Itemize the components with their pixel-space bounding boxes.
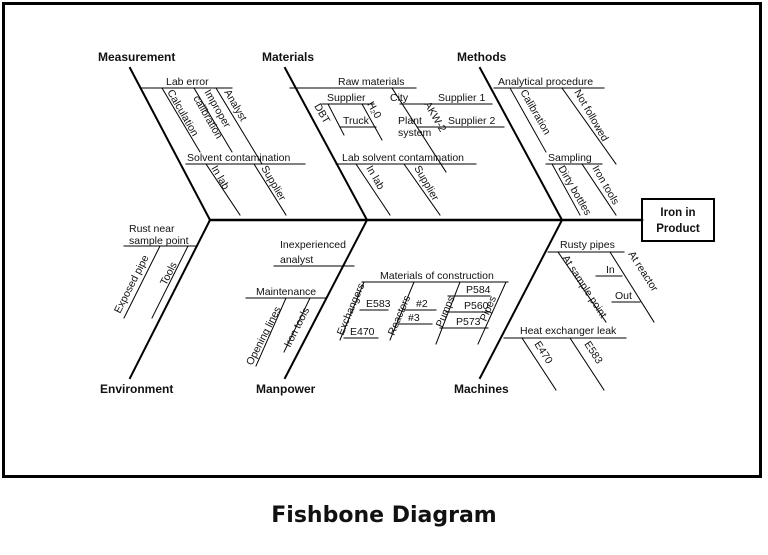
not-followed-line — [561, 87, 617, 165]
label-inexperienced: Inexperienced — [280, 239, 346, 251]
pipes-line — [477, 281, 507, 345]
iron-tools-b-line — [283, 297, 311, 353]
fishbone-diagram: Iron in Product Measurement Materials Me… — [98, 50, 715, 396]
supplier-line — [253, 163, 287, 216]
label-sample-point: sample point — [129, 235, 189, 247]
in-lab-line — [205, 163, 241, 216]
label-solvent-contamination: Solvent contamination — [187, 152, 290, 164]
label-system: system — [398, 127, 432, 139]
opening-lines-line — [255, 297, 287, 367]
label-truck: Truck — [343, 115, 370, 127]
effect-head-box — [641, 198, 715, 242]
exposed-pipe-line — [123, 245, 161, 319]
category-materials: Materials — [262, 50, 314, 64]
label-calibration-mt: Calibration — [517, 88, 553, 138]
label-dirty-bottles: Dirty bottles — [555, 164, 593, 218]
iron-tools-line — [581, 163, 617, 216]
label-raw-materials: Raw materials — [338, 76, 405, 88]
measurement-bone — [128, 66, 212, 222]
calculation-line — [161, 87, 201, 153]
label-city: City — [390, 92, 409, 104]
diagram-frame — [2, 2, 762, 478]
label-analytical-procedure: Analytical procedure — [498, 76, 593, 88]
label-supplier-m2: Supplier — [411, 164, 441, 204]
label-pipes: Pipes — [478, 294, 499, 323]
label-e470: E470 — [350, 326, 375, 338]
manpower-bone — [283, 218, 369, 380]
category-manpower: Manpower — [256, 382, 316, 396]
analyst-line — [215, 87, 263, 165]
e470-b-line — [521, 337, 557, 391]
label-supplier-2: Supplier 2 — [448, 115, 495, 127]
label-rusty-pipes: Rusty pipes — [560, 239, 615, 251]
label-maintenance: Maintenance — [256, 286, 316, 298]
label-e583: E583 — [366, 298, 391, 310]
machines-bone — [478, 218, 564, 380]
effect-label-line2: Product — [656, 223, 700, 235]
label-calculation: Calculation — [164, 88, 200, 139]
tools-line — [151, 245, 189, 319]
label-iron-tools-mp: Iron tools — [282, 305, 312, 349]
label-supplier-m: Supplier — [327, 92, 366, 104]
label-heat-exchanger-leak: Heat exchanger leak — [520, 325, 617, 337]
dirty-bottles-line — [551, 163, 581, 216]
calibration-b-line — [509, 87, 547, 153]
category-machines: Machines — [454, 382, 509, 396]
label-reactor-2: #2 — [416, 298, 428, 310]
label-materials-of-construction: Materials of construction — [380, 270, 494, 282]
label-iron-tools-mt: Iron tools — [589, 164, 621, 207]
label-not-followed: Not followed — [571, 88, 610, 144]
label-in-lab-m: In lab — [363, 164, 386, 192]
label-at-reactor: At reactor — [625, 249, 660, 294]
label-tools: Tools — [158, 260, 180, 287]
category-measurement: Measurement — [98, 50, 175, 64]
label-lab-error: Lab error — [166, 76, 209, 88]
supplier-b-line — [403, 163, 441, 216]
label-e470-b: E470 — [531, 339, 555, 366]
category-methods: Methods — [457, 50, 507, 64]
e583-b-line — [569, 337, 605, 391]
label-supplier: Supplier — [258, 164, 288, 204]
label-at-sample-point: At sample point — [559, 253, 609, 320]
label-p573: P573 — [456, 316, 481, 328]
plant-line — [391, 87, 447, 173]
label-reactor-3: #3 — [408, 312, 420, 324]
category-environment: Environment — [100, 382, 173, 396]
exchangers-line — [339, 281, 365, 341]
label-exposed-pipe: Exposed pipe — [112, 253, 152, 315]
sample-point-line — [557, 251, 607, 323]
label-in: In — [606, 264, 615, 276]
label-p560: P560 — [464, 300, 489, 312]
label-in-lab: In lab — [208, 164, 231, 192]
in-lab-b-line — [355, 163, 391, 216]
dbt-line — [327, 103, 345, 136]
effect-label-line1: Iron in — [660, 207, 695, 219]
calibration-line — [193, 87, 233, 153]
label-out: Out — [615, 290, 632, 302]
label-supplier-1: Supplier 1 — [438, 92, 485, 104]
h2o-line — [361, 103, 383, 141]
label-e583-b: E583 — [581, 339, 605, 366]
environment-bone — [128, 218, 212, 380]
diagram-caption: Fishbone Diagram — [271, 503, 497, 528]
at-reactor-line — [609, 251, 655, 323]
materials-bone — [283, 66, 369, 222]
methods-bone — [478, 66, 564, 222]
pumps-line — [435, 281, 461, 345]
label-sampling: Sampling — [548, 152, 592, 164]
label-lab-solvent-contamination: Lab solvent contamination — [342, 152, 464, 164]
label-plant: Plant — [398, 115, 422, 127]
reactors-line — [389, 281, 415, 341]
label-analyst-mp: analyst — [280, 254, 313, 266]
label-p584: P584 — [466, 284, 491, 296]
label-rust-near: Rust near — [129, 223, 175, 235]
label-opening-lines: Opening lines — [244, 305, 284, 368]
